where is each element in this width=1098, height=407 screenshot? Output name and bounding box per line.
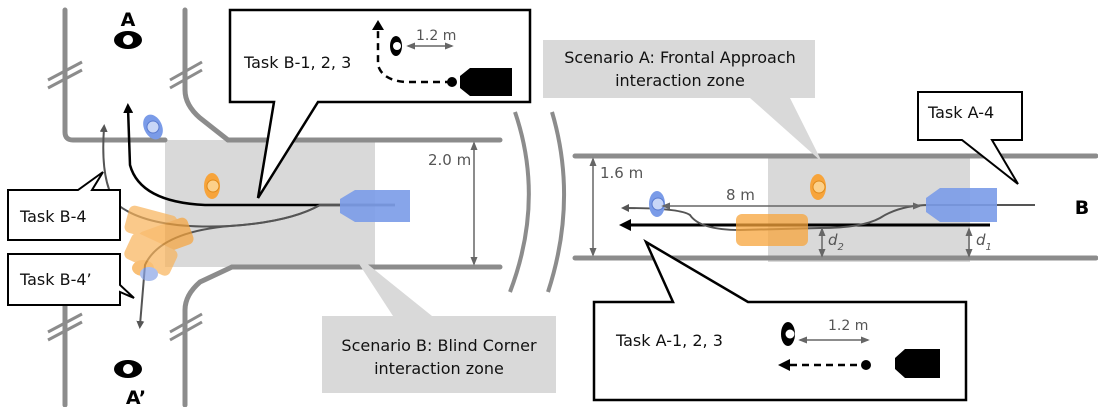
- svg-text:1.2 m: 1.2 m: [416, 28, 456, 44]
- human-orange-b-icon: [204, 173, 220, 199]
- svg-text:interaction zone: interaction zone: [615, 71, 745, 90]
- dimension-lines: [470, 141, 973, 266]
- approach-distance-label: 8 m: [726, 186, 755, 204]
- svg-text:Task B-1, 2, 3: Task B-1, 2, 3: [243, 53, 351, 72]
- corridor-break: [508, 111, 566, 293]
- corridor-width-b-label: 2.0 m: [428, 151, 471, 169]
- human-orange-a-icon: [810, 174, 826, 200]
- node-a-label: A: [121, 9, 136, 31]
- svg-text:1.2 m: 1.2 m: [828, 318, 868, 334]
- svg-text:Task B-4: Task B-4: [19, 207, 87, 226]
- robot-a-icon: [926, 188, 997, 222]
- robot-b-icon: [340, 190, 410, 222]
- svg-text:Scenario A: Frontal Approach: Scenario A: Frontal Approach: [564, 48, 796, 67]
- task-a4-callout: Task A-4: [917, 91, 1023, 185]
- human-blue-a-icon: [649, 191, 665, 217]
- task-a123-callout: Task A-1, 2, 3 1.2 m: [592, 238, 968, 402]
- inset-a-human-icon: [781, 322, 795, 346]
- svg-text:Task B-4’: Task B-4’: [19, 270, 92, 289]
- ghost-human-a: [736, 214, 808, 246]
- walking-person-bottom-icon: [114, 360, 142, 378]
- d1-label: d1: [976, 231, 992, 253]
- ghost-human-trail: [124, 205, 194, 281]
- walking-person-top-icon: [114, 31, 142, 49]
- svg-text:Task A-4: Task A-4: [927, 103, 994, 122]
- corridor-width-a-label: 1.6 m: [600, 164, 643, 182]
- task-b4-prime-callout: Task B-4’: [7, 253, 135, 306]
- svg-text:Scenario B: Blind Corner: Scenario B: Blind Corner: [341, 336, 537, 355]
- svg-text:Task A-1, 2, 3: Task A-1, 2, 3: [615, 331, 723, 350]
- task-b123-callout: Task B-1, 2, 3 1.2 m: [228, 8, 532, 199]
- wall-break-marks: [47, 60, 203, 342]
- task-b4-callout: Task B-4: [7, 171, 121, 241]
- human-blue-b-icon: [143, 114, 163, 140]
- node-b-label: B: [1075, 197, 1089, 219]
- scenario-a-callout: Scenario A: Frontal Approach interaction…: [543, 40, 822, 162]
- path-b123: [123, 103, 395, 207]
- scenario-b-callout: Scenario B: Blind Corner interaction zon…: [322, 250, 556, 393]
- d2-label: d2: [828, 231, 844, 253]
- inset-b-human-icon: [390, 36, 402, 56]
- svg-text:interaction zone: interaction zone: [374, 359, 504, 378]
- node-a-prime-label: A’: [126, 387, 146, 407]
